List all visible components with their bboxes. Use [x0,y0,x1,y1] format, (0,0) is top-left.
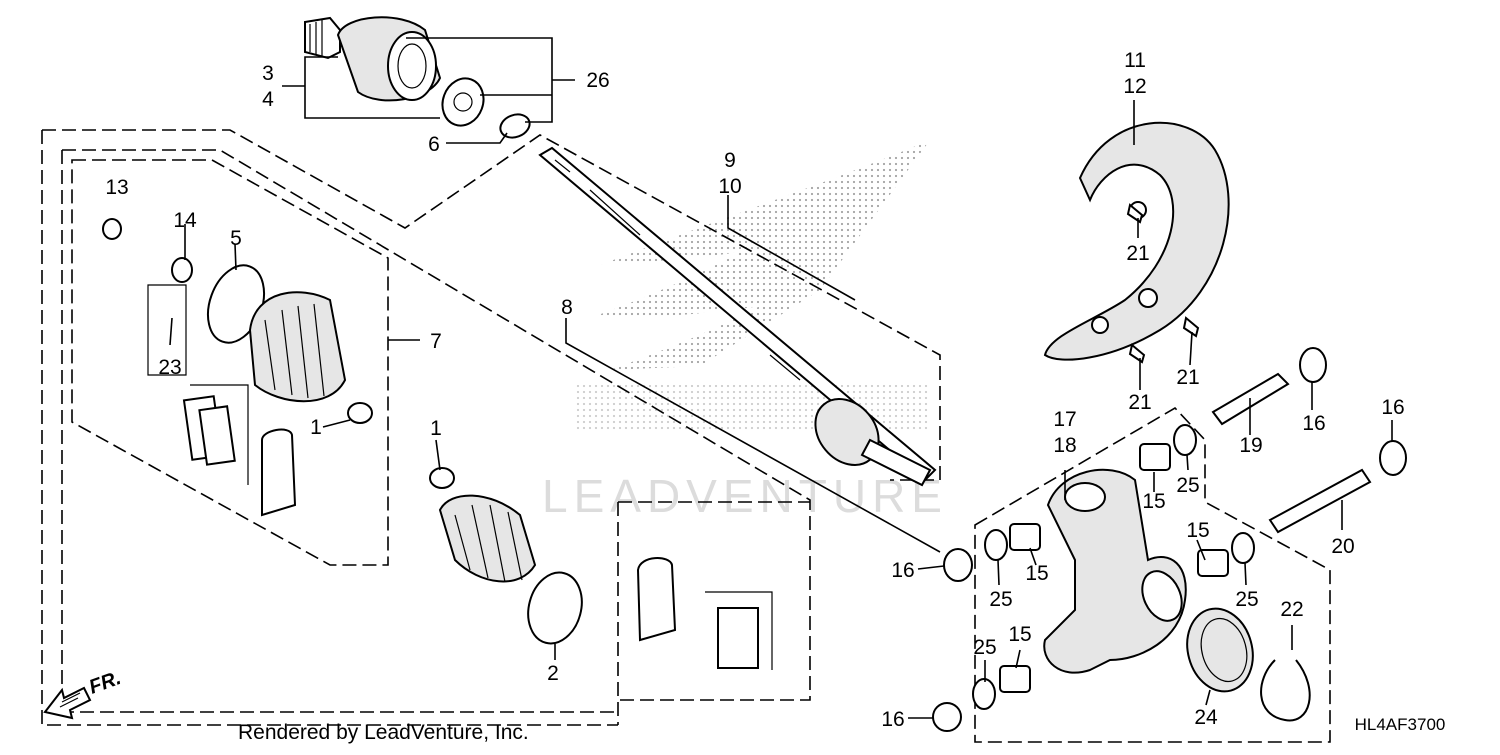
callout-20: 20 [1331,535,1354,558]
callout-16c: 16 [891,559,914,582]
callout-19: 19 [1239,434,1262,457]
callout-13: 13 [105,176,128,199]
snap-ring-part[interactable] [497,111,533,142]
callout-25c: 25 [1235,588,1258,611]
callout-21a: 21 [1126,242,1149,265]
callout-4: 4 [262,88,274,111]
callout-1b: 1 [430,417,442,440]
callout-23: 23 [158,356,181,379]
callout-21c: 21 [1128,391,1151,414]
seal-parts[interactable] [972,424,1255,710]
watermark-text: LEADVENTURE [542,470,948,522]
callout-26: 26 [586,69,609,92]
callout-8: 8 [561,296,573,319]
callout-24: 24 [1194,706,1218,729]
half-shaft-part[interactable] [538,146,937,487]
callout-7: 7 [430,330,442,353]
front-direction-arrow [43,686,92,720]
bushing-parts[interactable] [999,443,1229,693]
knuckle-guard-part[interactable] [1043,121,1230,361]
callout-14: 14 [173,209,197,232]
callout-16d: 16 [881,708,904,731]
bolt-21-parts[interactable] [1126,203,1200,364]
callout-10: 10 [718,175,741,198]
callout-11: 11 [1124,49,1146,72]
callout-15b: 15 [1025,562,1048,585]
callout-5: 5 [230,227,242,250]
callout-12: 12 [1123,75,1146,98]
callout-21b: 21 [1176,366,1199,389]
group-outlines [41,129,1331,743]
callout-9: 9 [724,149,736,172]
callout-numbers: 3 4 26 6 13 14 5 7 23 1 1 8 2 9 10 11 12… [105,49,1404,731]
callout-22: 22 [1280,598,1303,621]
callout-15d: 15 [1008,623,1031,646]
diagram-code: HL4AF3700 [1355,715,1446,734]
footer-credit: Rendered by LeadVenture, Inc. [238,721,529,744]
callout-3: 3 [262,62,274,85]
pivot-pipe-parts[interactable] [1211,372,1372,534]
outer-boot-kit[interactable] [429,467,773,670]
front-direction-label: FR. [86,667,124,699]
callout-1a: 1 [310,416,322,439]
callout-18: 18 [1053,434,1076,457]
bearing-part[interactable] [1178,601,1262,699]
callout-6: 6 [428,133,440,156]
callout-15c: 15 [1186,519,1209,542]
inner-boot-kit[interactable] [102,218,373,517]
cage-part[interactable] [436,73,490,132]
callout-25d: 25 [973,636,996,659]
knuckle-part[interactable] [1043,468,1189,674]
collar-16-parts[interactable] [932,347,1407,732]
outboard-joint-part[interactable] [304,16,442,102]
leader-lines [169,37,1393,719]
callout-17: 17 [1053,408,1076,431]
callout-2: 2 [547,662,559,685]
circlip-part[interactable] [1260,659,1311,722]
callout-25a: 25 [1176,474,1199,497]
callout-25b: 25 [989,588,1012,611]
callout-16b: 16 [1381,396,1404,419]
callout-16a: 16 [1302,412,1325,435]
callout-15a: 15 [1142,490,1165,513]
